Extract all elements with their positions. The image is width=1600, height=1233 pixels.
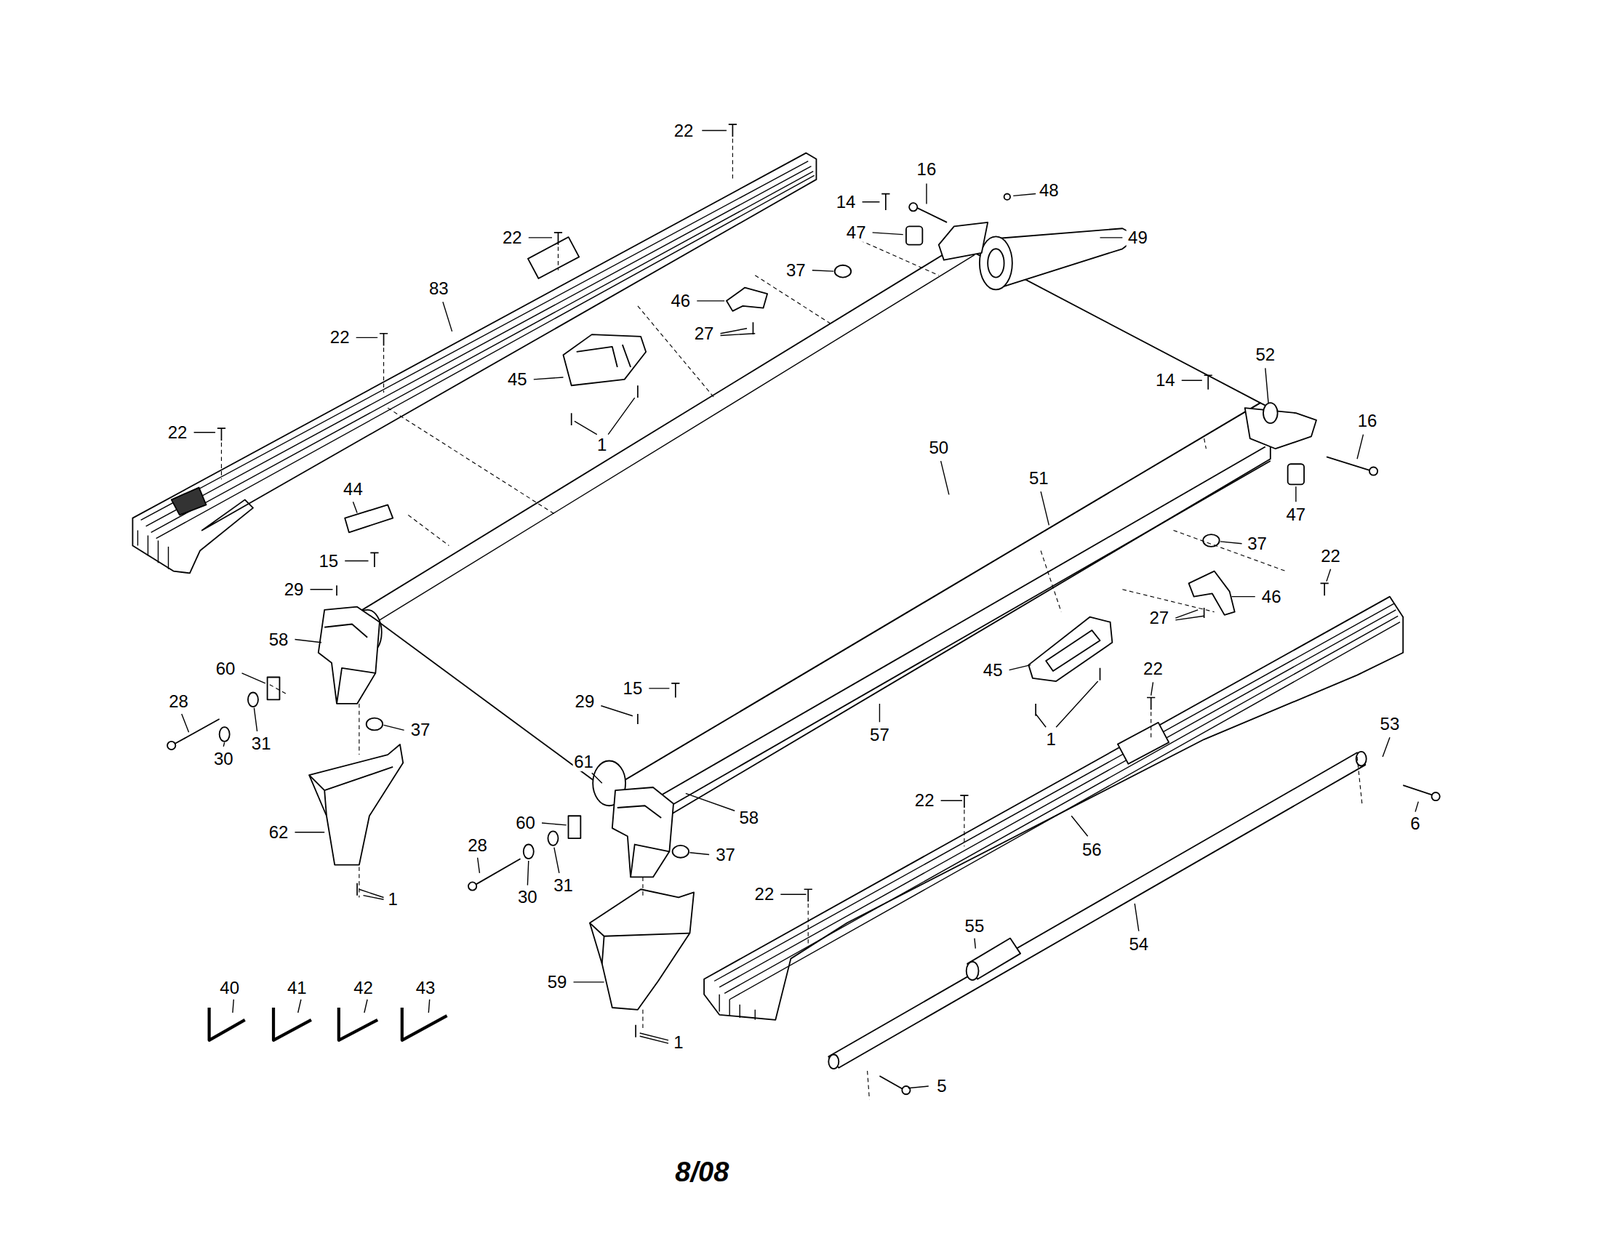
callout-number: 27 bbox=[693, 324, 716, 344]
callout-number: 29 bbox=[573, 692, 597, 712]
callout-number: 6 bbox=[1408, 814, 1422, 834]
tube bbox=[828, 752, 1366, 1068]
callout-number: 1 bbox=[672, 1032, 685, 1052]
foot bbox=[589, 889, 694, 1011]
callout-number: 22 bbox=[328, 328, 352, 347]
callout-number: 30 bbox=[516, 888, 539, 907]
callout-number: 15 bbox=[317, 551, 340, 571]
callout-number: 22 bbox=[501, 228, 524, 248]
bracket bbox=[1189, 571, 1235, 616]
callout-number: 53 bbox=[1378, 714, 1402, 734]
callout-number: 44 bbox=[341, 480, 365, 499]
callout-number: 58 bbox=[737, 808, 760, 828]
callout-number: 22 bbox=[166, 423, 190, 443]
walking-belt bbox=[362, 245, 1261, 792]
callout-number: 49 bbox=[1126, 228, 1150, 248]
callout-number: 59 bbox=[546, 973, 569, 992]
foot bbox=[309, 744, 403, 866]
callout-number: 62 bbox=[267, 822, 291, 842]
callout-number: 42 bbox=[352, 978, 375, 998]
callout-number: 1 bbox=[386, 890, 399, 910]
callout-number: 45 bbox=[981, 660, 1005, 680]
callout-number: 41 bbox=[285, 978, 309, 998]
callout-number: 31 bbox=[250, 733, 273, 753]
callout-number: 22 bbox=[753, 885, 776, 904]
decal bbox=[344, 504, 393, 533]
callout-number: 16 bbox=[1356, 411, 1379, 431]
callout-number: 83 bbox=[427, 279, 451, 299]
callout-number: 29 bbox=[282, 580, 306, 600]
callout-number: 15 bbox=[621, 679, 645, 699]
bracket bbox=[562, 334, 646, 386]
callout-number: 28 bbox=[167, 692, 190, 712]
callout-number: 43 bbox=[414, 978, 438, 998]
callout-number: 61 bbox=[572, 752, 595, 772]
callout-number: 46 bbox=[669, 291, 692, 311]
callout-number: 31 bbox=[552, 875, 575, 895]
callout-number: 56 bbox=[1080, 840, 1104, 859]
callout-number: 30 bbox=[212, 749, 235, 768]
callout-number: 45 bbox=[506, 370, 529, 390]
callout-number: 16 bbox=[915, 160, 939, 179]
end-cap bbox=[612, 787, 674, 878]
callout-number: 54 bbox=[1127, 935, 1150, 955]
callout-number: 5 bbox=[935, 1077, 948, 1096]
callout-number: 46 bbox=[1260, 586, 1283, 606]
callout-number: 50 bbox=[927, 438, 950, 458]
callout-number: 57 bbox=[868, 725, 891, 745]
callout-number: 40 bbox=[218, 978, 241, 998]
callout-number: 22 bbox=[672, 120, 696, 140]
pad bbox=[1288, 464, 1304, 485]
callout-number: 58 bbox=[267, 629, 291, 649]
callout-number: 1 bbox=[595, 434, 608, 454]
callout-number: 52 bbox=[1253, 345, 1277, 365]
bracket bbox=[726, 288, 768, 312]
callout-number: 14 bbox=[834, 192, 858, 212]
pulley bbox=[979, 236, 1013, 290]
bracket bbox=[938, 222, 988, 261]
callout-number: 37 bbox=[784, 261, 808, 280]
callout-number: 22 bbox=[1141, 659, 1165, 679]
callout-number: 22 bbox=[1319, 546, 1342, 566]
callout-number: 1 bbox=[1044, 730, 1057, 750]
callout-number: 48 bbox=[1037, 181, 1061, 200]
date-code: 8/08 bbox=[673, 1157, 731, 1189]
callout-number: 47 bbox=[845, 223, 868, 243]
callout-number: 47 bbox=[1285, 505, 1308, 525]
end-cap bbox=[318, 607, 380, 704]
callout-number: 27 bbox=[1148, 608, 1171, 628]
callout-number: 37 bbox=[409, 720, 432, 740]
callout-number: 37 bbox=[1245, 533, 1269, 553]
bracket bbox=[1245, 408, 1317, 449]
callout-number: 22 bbox=[913, 791, 936, 811]
pad bbox=[906, 226, 923, 245]
callout-number: 55 bbox=[963, 917, 987, 936]
callout-number: 28 bbox=[466, 836, 489, 856]
callout-number: 60 bbox=[214, 659, 238, 679]
callout-number: 60 bbox=[514, 813, 537, 833]
callout-number: 37 bbox=[714, 845, 737, 864]
callout-number: 14 bbox=[1154, 370, 1177, 390]
callout-number: 51 bbox=[1027, 469, 1051, 488]
